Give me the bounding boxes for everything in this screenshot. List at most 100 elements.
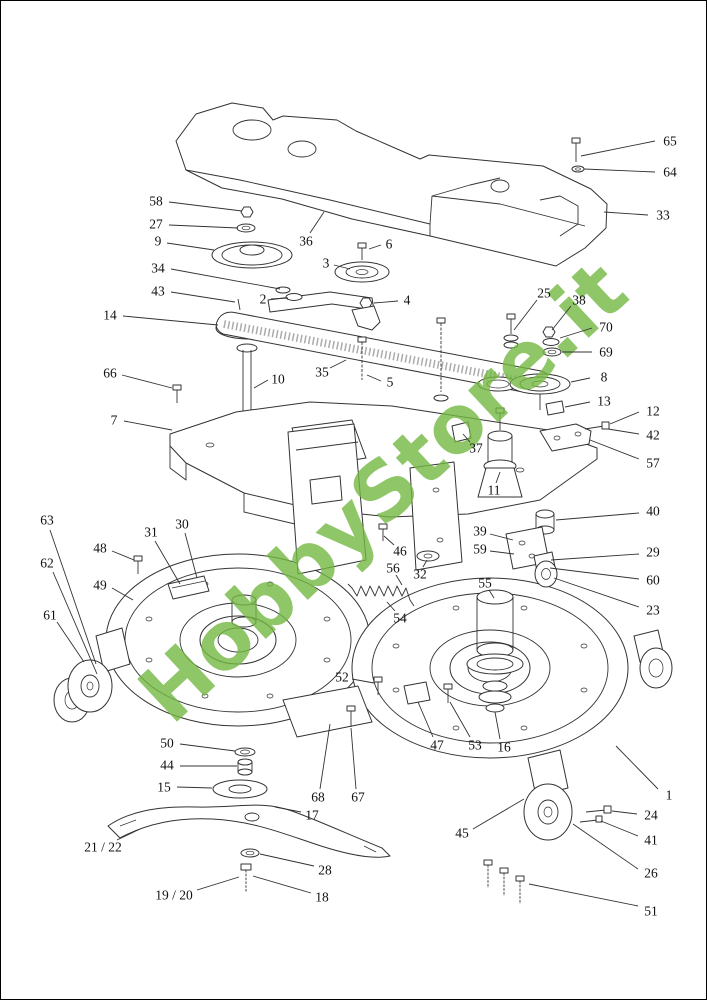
part-number-34: 34 xyxy=(151,261,165,276)
tension-spring xyxy=(347,583,415,607)
blade-bolt xyxy=(240,863,252,871)
callout-line-16 xyxy=(494,711,501,740)
blade-assembly xyxy=(107,747,391,892)
callout-line-3 xyxy=(333,264,351,270)
baffle-plate xyxy=(282,685,373,738)
part-number-36: 36 xyxy=(299,234,313,249)
part-number-15: 15 xyxy=(157,780,171,795)
part-number-50: 50 xyxy=(160,736,174,751)
callout-line-66 xyxy=(121,374,173,389)
callout-line-63 xyxy=(49,529,97,665)
part-number-6: 6 xyxy=(386,237,393,252)
callout-line-46 xyxy=(383,535,395,546)
part-number-3: 3 xyxy=(323,256,330,271)
callout-line-43 xyxy=(170,291,236,303)
callout-line-54 xyxy=(386,601,396,612)
washer xyxy=(236,223,256,233)
part-number-54: 54 xyxy=(393,611,407,626)
part-number-67: 67 xyxy=(351,790,365,805)
part-number-26: 26 xyxy=(644,866,658,881)
part-number-18: 18 xyxy=(315,890,329,905)
part-number-11: 11 xyxy=(488,483,501,498)
part-number-30: 30 xyxy=(175,517,189,532)
part-number-63: 63 xyxy=(40,513,54,528)
callout-line-58 xyxy=(168,201,243,212)
callout-line-25 xyxy=(513,299,538,331)
spindle-shaft xyxy=(236,343,258,353)
right-side-wheel xyxy=(633,629,673,689)
engine-pulley-assembly xyxy=(211,206,390,331)
callout-line-32 xyxy=(422,559,428,568)
callout-line-38 xyxy=(551,305,572,331)
part-number-17: 17 xyxy=(305,808,319,823)
part-number-24: 24 xyxy=(644,808,658,823)
cover-screws xyxy=(571,137,585,173)
callout-line-53 xyxy=(449,701,471,738)
callout-line-37 xyxy=(462,433,471,443)
callout-line-59 xyxy=(489,550,515,555)
part-number-13: 13 xyxy=(597,394,611,409)
callout-line-48 xyxy=(111,550,135,561)
part-number-66: 66 xyxy=(103,366,117,381)
part-number-44: 44 xyxy=(160,758,174,773)
callout-line-30 xyxy=(184,532,198,579)
callout-line-51 xyxy=(528,883,639,907)
callout-line-19-20 xyxy=(196,876,240,891)
part-number-27: 27 xyxy=(149,217,163,232)
part-number-32: 32 xyxy=(413,567,427,582)
small-pulley xyxy=(334,261,390,283)
belt-teeth xyxy=(223,320,535,387)
callout-line-18 xyxy=(252,875,312,894)
anti-scalp-wheel xyxy=(67,659,113,713)
part-number-65: 65 xyxy=(663,134,677,149)
callout-line-27 xyxy=(168,224,239,229)
small-bracket xyxy=(451,421,472,443)
callout-line-14 xyxy=(122,315,219,326)
callout-line-67 xyxy=(350,727,357,790)
callout-line-62 xyxy=(52,571,98,675)
part-number-23: 23 xyxy=(646,603,660,618)
callout-line-7 xyxy=(123,420,173,431)
part-number-38: 38 xyxy=(572,293,586,308)
part-number-8: 8 xyxy=(601,370,608,385)
part-number-9: 9 xyxy=(155,234,162,249)
part-number-42: 42 xyxy=(646,428,660,443)
part-number-61: 61 xyxy=(43,608,57,623)
callout-line-17 xyxy=(274,806,302,813)
part-number-25: 25 xyxy=(537,286,551,301)
part-number-7: 7 xyxy=(111,413,118,428)
part-number-16: 16 xyxy=(497,740,511,755)
part-number-69: 69 xyxy=(599,345,613,360)
callout-line-41 xyxy=(600,820,639,837)
part-number-41: 41 xyxy=(644,833,658,848)
callout-line-29 xyxy=(550,553,640,561)
callout-line-49 xyxy=(111,587,134,601)
part-number-62: 62 xyxy=(40,556,54,571)
callout-line-47 xyxy=(417,701,434,738)
callout-line-56 xyxy=(395,574,403,586)
part-number-64: 64 xyxy=(663,165,677,180)
part-number-49: 49 xyxy=(93,578,107,593)
part-number-43: 43 xyxy=(151,284,165,299)
callout-line-61 xyxy=(56,621,85,663)
part-number-1: 1 xyxy=(666,788,673,803)
callout-line-24 xyxy=(611,810,638,815)
callout-line-5 xyxy=(366,374,382,382)
callout-line-11 xyxy=(495,471,501,484)
part-number-45: 45 xyxy=(455,826,469,841)
callout-line-15 xyxy=(176,786,213,789)
part-number-19-20: 19 / 20 xyxy=(155,888,193,903)
callout-line-64 xyxy=(583,168,656,173)
part-number-68: 68 xyxy=(311,790,325,805)
callout-line-6 xyxy=(368,244,382,250)
part-number-70: 70 xyxy=(599,320,613,335)
part-number-60: 60 xyxy=(646,573,660,588)
part-number-47: 47 xyxy=(430,738,444,753)
front-left-wheels xyxy=(53,627,131,723)
part-number-58: 58 xyxy=(149,194,163,209)
part-number-28: 28 xyxy=(318,863,332,878)
nut xyxy=(240,206,254,218)
callout-line-42 xyxy=(607,428,640,435)
part-number-10: 10 xyxy=(271,372,285,387)
